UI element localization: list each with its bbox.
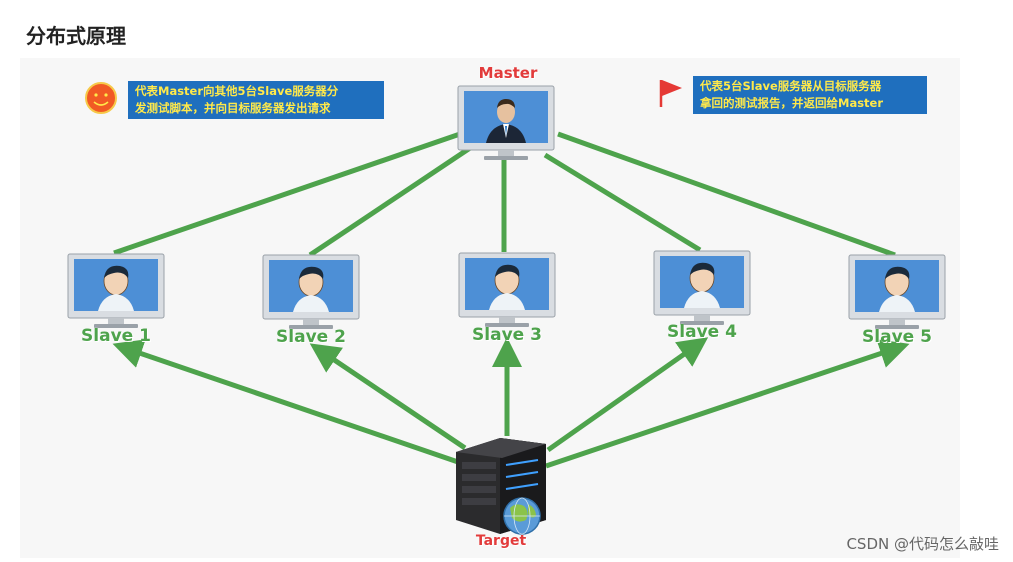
report-legend-note: 代表5台Slave服务器从目标服务器 拿回的测试报告，并返回给Master	[693, 76, 927, 114]
page-title: 分布式原理	[26, 24, 126, 48]
edge-master-slave5	[557, 131, 896, 258]
slave2-computer-monitor-icon	[262, 254, 360, 330]
slave3-label: Slave 3	[472, 325, 542, 345]
slave4-computer-monitor-icon	[653, 250, 751, 326]
request-legend-note: 代表Master向其他5台Slave服务器分 发测试脚本，并向目标服务器发出请求	[128, 81, 384, 119]
smiley-icon	[85, 82, 117, 114]
slave4-label: Slave 4	[667, 322, 737, 342]
slave3-computer-monitor-icon	[458, 252, 556, 328]
flag-icon	[659, 80, 682, 107]
slave2-label: Slave 2	[276, 327, 346, 347]
slave5-label: Slave 5	[862, 327, 932, 347]
target-server-globe-icon	[456, 438, 546, 535]
slave1-computer-monitor-icon	[67, 253, 165, 329]
request-note-line1: 代表Master向其他5台Slave服务器分	[135, 84, 339, 98]
report-note-line2: 拿回的测试报告，并返回给Master	[700, 96, 884, 110]
master-connectors	[113, 131, 896, 258]
arrow-target-slave4	[546, 337, 709, 453]
master-label: Master	[478, 64, 538, 82]
arrow-target-slave1	[112, 339, 459, 465]
edge-master-slave4	[543, 152, 702, 253]
slave5-computer-monitor-icon	[848, 254, 946, 330]
target-arrows	[112, 337, 910, 469]
report-note-line1: 代表5台Slave服务器从目标服务器	[700, 79, 882, 93]
arrow-target-slave2	[309, 343, 467, 451]
master-computer-monitor-icon	[457, 85, 555, 161]
request-note-line2: 发测试脚本，并向目标服务器发出请求	[135, 101, 331, 115]
slave1-label: Slave 1	[81, 326, 151, 346]
edge-master-slave2	[308, 145, 472, 258]
watermark: CSDN @代码怎么敲哇	[846, 535, 999, 553]
edge-master-slave1	[113, 131, 461, 256]
target-label: Target	[475, 533, 527, 549]
arrow-target-slave5	[545, 339, 910, 469]
